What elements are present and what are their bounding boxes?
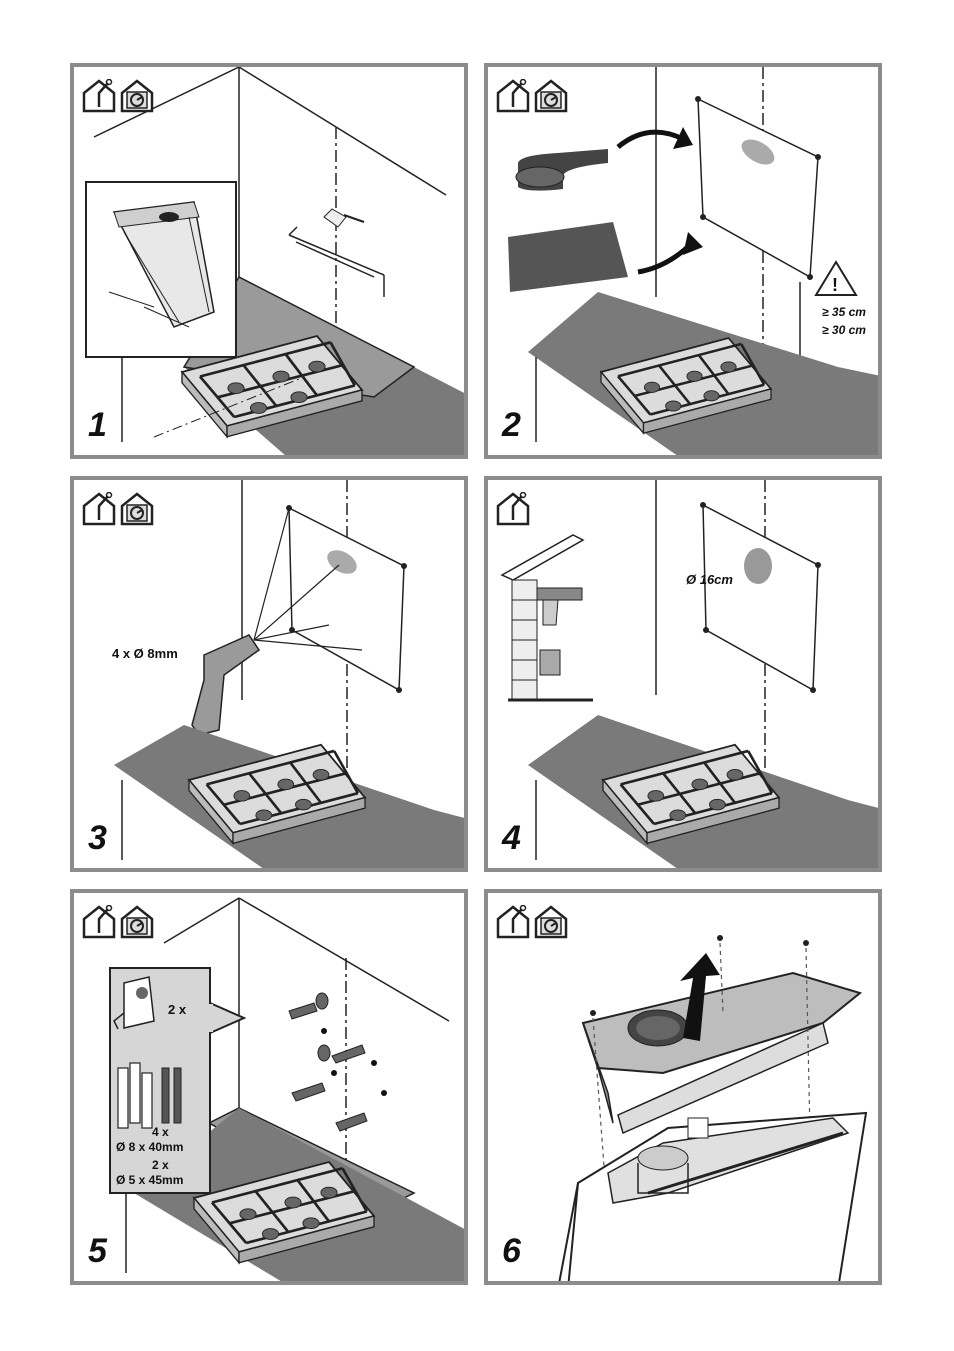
drill-size-label: 4 x Ø 8mm xyxy=(112,646,178,661)
step-5-illustration xyxy=(109,897,464,1281)
house-recirculation-icon xyxy=(534,905,568,939)
step-4-panel: Ø 16cm 4 xyxy=(484,476,882,872)
step-6-panel: 6 xyxy=(484,889,882,1285)
house-recirculation-icon xyxy=(120,79,154,113)
step-number: 6 xyxy=(502,1232,521,1270)
house-recirculation-icon xyxy=(120,905,154,939)
wall-plug-size: Ø 8 x 40mm xyxy=(116,1140,184,1154)
screw-quantity: 2 x xyxy=(152,1158,169,1172)
step-2-illustration: ! xyxy=(508,67,878,455)
step-number: 5 xyxy=(88,1232,107,1270)
house-duct-icon xyxy=(82,79,116,113)
bracket-quantity: 2 x xyxy=(168,1002,187,1017)
step-6-illustration xyxy=(558,935,868,1281)
step-1-illustration xyxy=(85,67,464,455)
house-recirculation-icon xyxy=(534,79,568,113)
house-duct-icon xyxy=(496,905,530,939)
warning-triangle-icon: ! xyxy=(814,260,858,296)
duct-diameter-label: Ø 16cm xyxy=(686,572,733,587)
house-duct-icon xyxy=(82,905,116,939)
house-duct-icon xyxy=(496,492,530,526)
step-1-panel: 1 xyxy=(70,63,468,459)
step-2-panel: ! ≥ 35 cm ≥ 30 cm 2 xyxy=(484,63,882,459)
step-3-panel: 4 x Ø 8mm 3 xyxy=(70,476,468,872)
house-recirculation-icon xyxy=(120,492,154,526)
house-duct-icon xyxy=(496,79,530,113)
step-5-panel: 2 x 4 x Ø 8 x 40mm 2 x Ø 5 x 45mm 5 xyxy=(70,889,468,1285)
step-number: 2 xyxy=(502,406,521,444)
min-height-gas: ≥ 30 cm xyxy=(822,323,866,337)
house-duct-icon xyxy=(82,492,116,526)
step-number: 4 xyxy=(502,819,521,857)
step-4-illustration xyxy=(500,480,878,868)
wall-plug-quantity: 4 x xyxy=(152,1125,169,1139)
screw-size: Ø 5 x 45mm xyxy=(116,1173,184,1187)
svg-text:!: ! xyxy=(832,275,838,295)
step-number: 1 xyxy=(88,406,107,444)
step-3-illustration xyxy=(114,480,464,868)
step-number: 3 xyxy=(88,819,107,857)
min-height-electric: ≥ 35 cm xyxy=(822,305,866,319)
